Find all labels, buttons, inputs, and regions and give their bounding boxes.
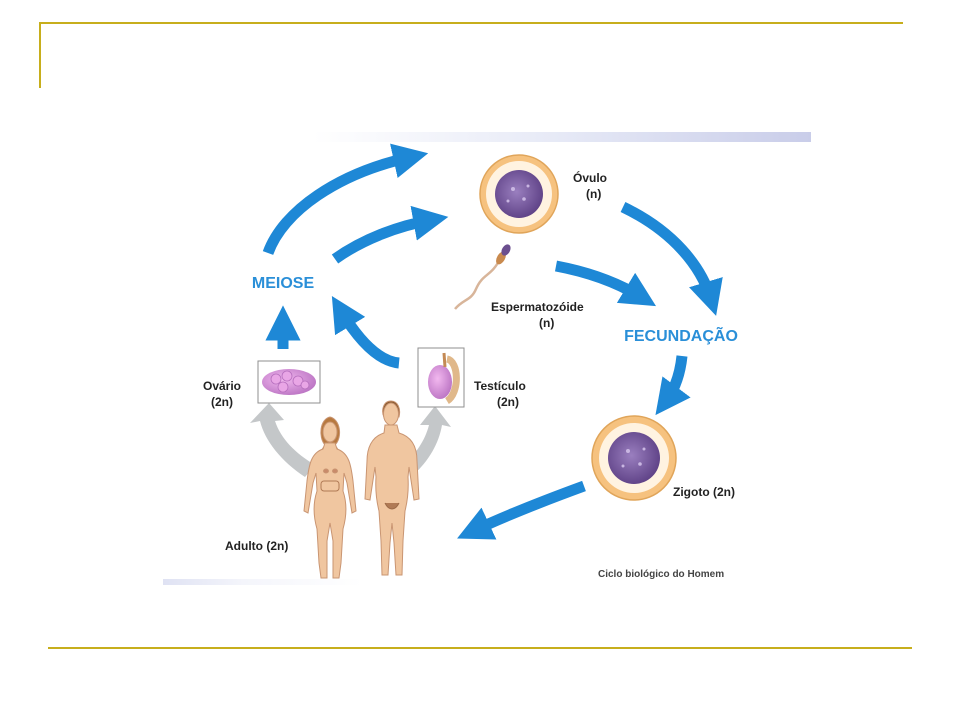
label-espermatozoide-ploidy: (n) [539,316,554,330]
label-ovario-ploidy: (2n) [211,395,233,409]
grey-arrow-to-ovario [250,403,315,477]
adult-female-figure [303,416,357,579]
label-testiculo-ploidy: (2n) [497,395,519,409]
arrow-meiose-to-ovulo-outer [262,143,429,256]
label-fecundacao: FECUNDAÇÃO [624,325,738,345]
ovulo-cell [479,154,559,234]
label-ovulo-ploidy: (n) [586,187,601,201]
label-ovario: Ovário [203,379,241,393]
arrow-zigoto-to-adulto [457,480,586,540]
arrow-esperma-to-fecundacao [554,260,657,307]
adult-male-figure [364,400,420,576]
label-testiculo: Testículo [474,379,526,393]
slide-top-rule [39,22,903,24]
arrow-fecundacao-to-zigoto [655,355,691,416]
ovario-illustration [257,360,321,404]
human-life-cycle-diagram: MEIOSE FECUNDAÇÃO Óvulo (n) Espermatozói… [163,132,811,585]
label-zigoto: Zigoto (2n) [673,485,735,499]
espermatozoide-illustration [454,244,511,310]
label-ovulo: Óvulo [573,170,607,185]
slide-left-rule [39,22,41,88]
arrow-meiose-to-ovulo-inner [331,205,449,264]
figure-caption: Ciclo biológico do Homem [598,569,724,580]
label-adulto: Adulto (2n) [225,539,288,553]
arrow-ovulo-to-fecundacao [620,202,723,316]
zigoto-cell [591,415,677,501]
testiculo-illustration [417,347,465,408]
arrow-testiculo-to-meiose [331,295,400,369]
slide-bottom-rule [48,647,912,649]
labels: MEIOSE FECUNDAÇÃO Óvulo (n) Espermatozói… [203,170,738,580]
bottom-band [163,579,363,585]
top-band [313,132,811,142]
label-espermatozoide: Espermatozóide [491,300,584,314]
label-meiose: MEIOSE [252,275,315,292]
